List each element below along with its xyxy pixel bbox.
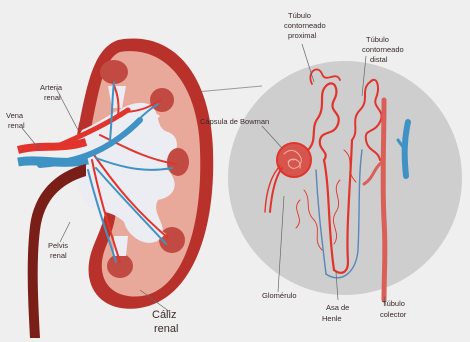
tubulo-colector-line2: colector [380,310,407,319]
tubulo-proximal-line3: proximal [288,31,317,40]
tubulo-distal-line1: Túbulo [366,35,389,44]
vena-renal-line2: renal [8,121,25,130]
asa-henle-line2: Henle [322,314,342,323]
label-vena-renal: Vena renal [6,111,25,130]
pelvis-renal-line2: renal [50,251,67,260]
collecting-duct [383,100,385,300]
label-capsula-bowman: Cápsula de Bowman [200,117,269,126]
caliz-renal-line2: renal [154,323,178,335]
renal-vein [18,160,88,162]
tubulo-distal-line2: contorneado [362,45,404,54]
pelvis-renal-line1: Pelvis [48,241,68,250]
caliz-renal-line1: Cáliz [152,309,176,321]
label-arteria-renal: Arteria renal [40,83,63,102]
tubulo-distal-line3: distal [370,55,388,64]
label-glomerulo: Glomérulo [262,291,297,300]
tubulo-proximal-line2: contorneado [284,21,326,30]
tubulo-colector-line1: Túbulo [382,299,405,308]
arteria-renal-line1: Arteria [40,83,63,92]
tubulo-proximal-line1: Túbulo [288,11,311,20]
capsula-bowman-text: Cápsula de Bowman [200,117,269,126]
glomerulo-text: Glomérulo [262,291,297,300]
vena-renal-line1: Vena [6,111,24,120]
asa-henle-line1: Asa de [326,303,349,312]
arteria-renal-line2: renal [44,93,61,102]
zoom-circle [228,61,462,295]
label-pelvis-renal: Pelvis renal [48,241,68,260]
